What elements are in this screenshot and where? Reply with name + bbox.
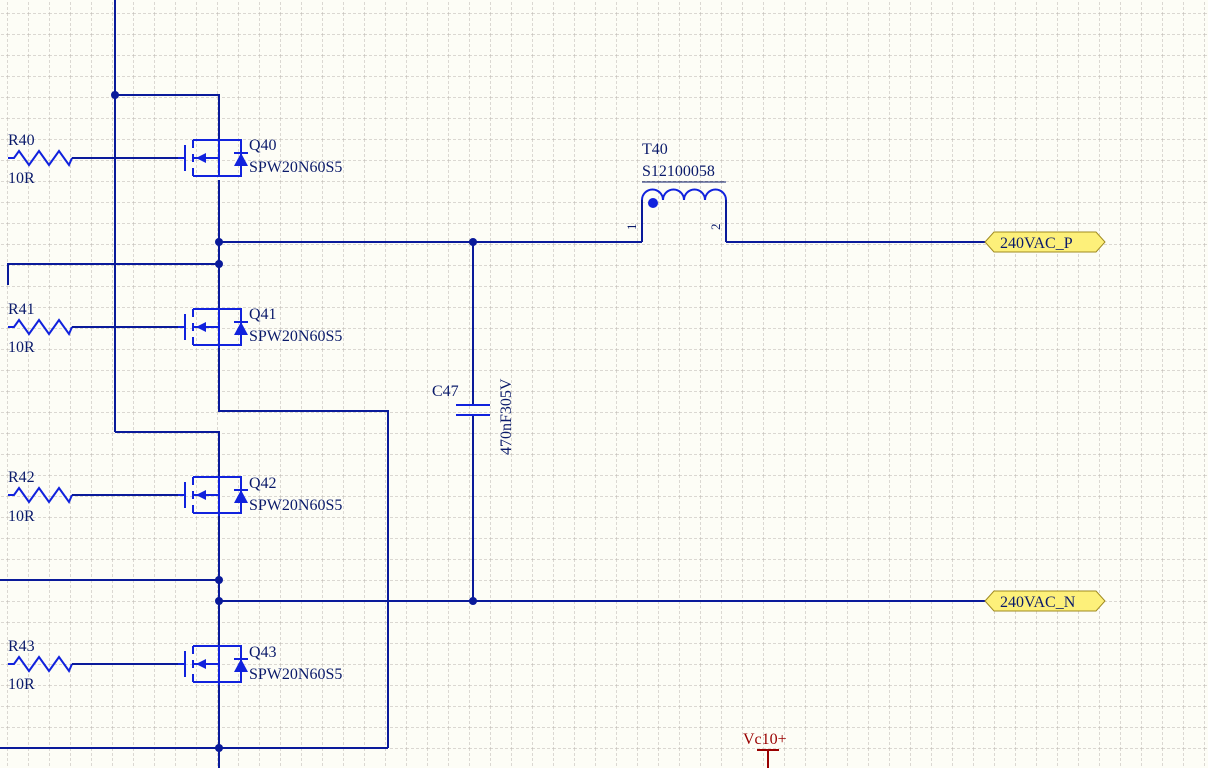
transformer-pin-1: 1 bbox=[624, 224, 639, 231]
resistor-r43[interactable]: R43 10R bbox=[8, 638, 73, 693]
mosfet-part: SPW20N60S5 bbox=[249, 497, 342, 514]
mosfet-ref: Q41 bbox=[249, 306, 277, 323]
resistor-ref: R41 bbox=[8, 301, 35, 318]
junctions bbox=[111, 91, 477, 752]
mosfet-q43[interactable]: Q43 SPW20N60S5 bbox=[178, 644, 342, 685]
mosfet-part: SPW20N60S5 bbox=[249, 159, 342, 176]
mosfet-q42[interactable]: Q42 SPW20N60S5 bbox=[178, 475, 342, 516]
resistor-r41[interactable]: R41 10R bbox=[8, 301, 73, 356]
capacitor-ref: C47 bbox=[432, 383, 459, 400]
port-240vac-n[interactable]: 240VAC_N bbox=[984, 590, 1106, 612]
mosfet-q40[interactable]: Q40 SPW20N60S5 bbox=[178, 137, 342, 177]
resistor-value: 10R bbox=[8, 339, 35, 356]
mosfet-part: SPW20N60S5 bbox=[249, 328, 342, 345]
resistor-ref: R40 bbox=[8, 132, 35, 149]
mosfet-q41[interactable]: Q41 SPW20N60S5 bbox=[178, 306, 342, 348]
mosfet-ref: Q40 bbox=[249, 137, 277, 154]
mosfet-part: SPW20N60S5 bbox=[249, 666, 342, 683]
transformer-ref: T40 bbox=[642, 141, 668, 158]
power-port-vc10[interactable]: Vc10+ bbox=[743, 731, 787, 768]
transformer-part: S12100058 bbox=[642, 163, 715, 180]
resistor-ref: R43 bbox=[8, 638, 35, 655]
transformer-t40[interactable]: T40 S12100058 1 2 bbox=[624, 141, 727, 242]
resistor-r40[interactable]: R40 10R bbox=[8, 132, 73, 187]
port-label: 240VAC_N bbox=[1000, 594, 1076, 611]
port-240vac-p[interactable]: 240VAC_P bbox=[984, 231, 1106, 253]
wires bbox=[0, 0, 985, 768]
power-label: Vc10+ bbox=[743, 731, 787, 748]
transformer-pin-2: 2 bbox=[708, 224, 723, 231]
resistor-value: 10R bbox=[8, 170, 35, 187]
resistor-r42[interactable]: R42 10R bbox=[8, 469, 73, 525]
capacitor-value: 470nF305V bbox=[498, 378, 515, 455]
mosfet-ref: Q43 bbox=[249, 644, 277, 661]
mosfet-ref: Q42 bbox=[249, 475, 277, 492]
resistor-ref: R42 bbox=[8, 469, 35, 486]
resistor-value: 10R bbox=[8, 676, 35, 693]
capacitor-c47[interactable]: C47 470nF305V bbox=[432, 378, 515, 455]
port-label: 240VAC_P bbox=[1000, 235, 1073, 252]
resistor-value: 10R bbox=[8, 508, 35, 525]
